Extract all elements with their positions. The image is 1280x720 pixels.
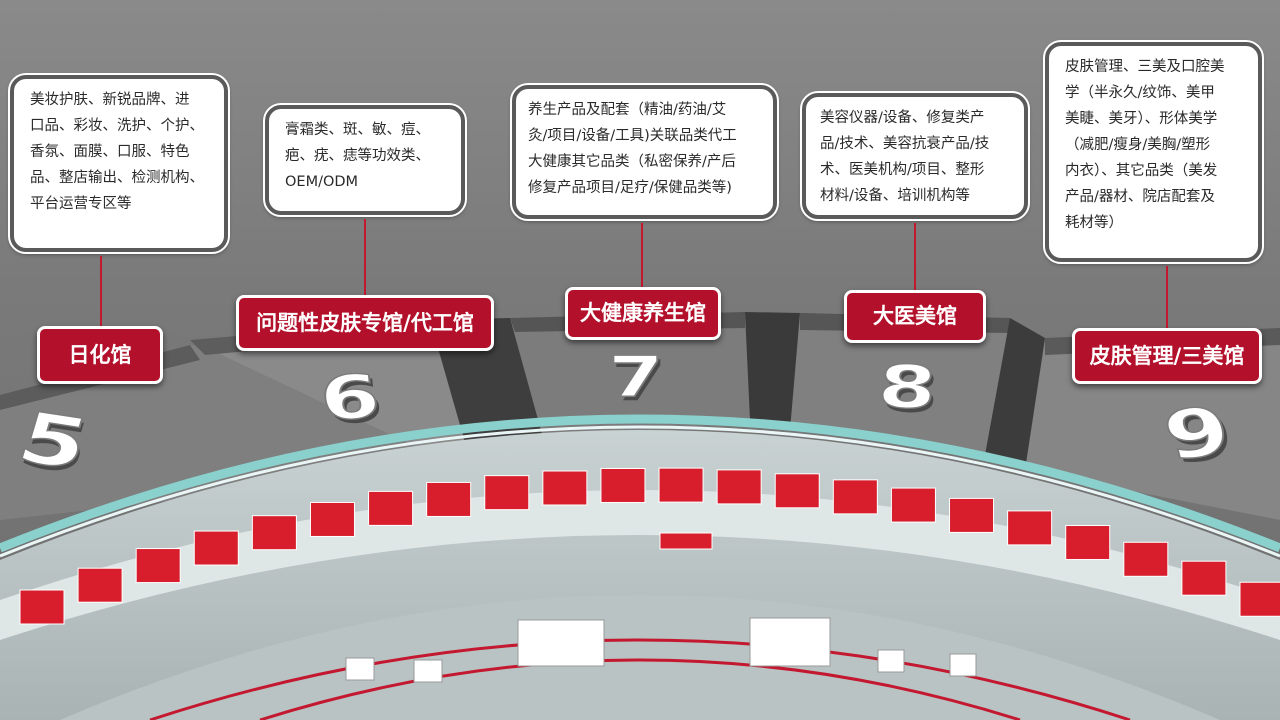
booth-banner — [193, 530, 239, 566]
hall-9-name-label: 皮肤管理/三美馆 — [1072, 328, 1262, 384]
booth-banner — [309, 501, 355, 537]
booth-banner — [832, 479, 878, 515]
booth-banner — [484, 475, 530, 511]
hall-5-name-label: 日化馆 — [37, 326, 163, 384]
hall-5-leader-line — [100, 256, 102, 328]
hall-8-leader-line — [914, 223, 916, 291]
booth-banner — [1123, 541, 1169, 577]
booth-banner — [716, 469, 762, 505]
hall-6-description: 膏霜类、斑、敏、痘、 疤、疣、痣等功效类、 OEM/ODM — [263, 103, 467, 217]
booth-banner — [1065, 525, 1111, 561]
booth-banner — [542, 470, 588, 506]
booth-banner — [600, 467, 646, 503]
hall-9-leader-line — [1166, 266, 1168, 330]
hall-6-number: 6 — [316, 361, 384, 435]
hall-6-name-label: 问题性皮肤专馆/代工馆 — [236, 295, 494, 351]
booth-banner — [1239, 581, 1280, 617]
hall-7-name-label: 大健康养生馆 — [565, 287, 721, 340]
hall-8-number: 8 — [875, 351, 940, 423]
hall-5-description: 美妆护肤、新锐品牌、进 口品、彩妆、洗护、个护、 香氛、面膜、口服、特色 品、整… — [8, 73, 230, 254]
booth-banner — [1007, 510, 1053, 546]
booth-banner — [890, 487, 936, 523]
hall-8-description: 美容仪器/设备、修复类产 品/技术、美容抗衰产品/技 术、医美机构/项目、整形 … — [800, 91, 1030, 221]
booth-banner — [135, 548, 181, 584]
concourse — [0, 414, 1280, 720]
booth-banner — [426, 481, 472, 517]
booth-banner — [77, 567, 123, 603]
hall-6-leader-line — [364, 219, 366, 297]
hall-7-leader-line — [641, 223, 643, 288]
booth-banner — [368, 490, 414, 526]
booth-banner — [658, 467, 704, 503]
hall-9-description: 皮肤管理、三美及口腔美 学（半永久/纹饰、美甲 美睫、美牙）、形体美学 （减肥/… — [1043, 40, 1264, 264]
booth-banner — [1181, 560, 1227, 596]
booth-banner — [251, 515, 297, 551]
booth-banner — [774, 473, 820, 509]
hall-7-number: 7 — [607, 343, 665, 410]
hall-8-name-label: 大医美馆 — [844, 290, 986, 343]
booth-banner — [949, 497, 995, 533]
hall-7-description: 养生产品及配套（精油/药油/艾 灸/项目/设备/工具)关联品类代工 大健康其它品… — [510, 83, 779, 221]
booth-banner — [19, 589, 65, 625]
